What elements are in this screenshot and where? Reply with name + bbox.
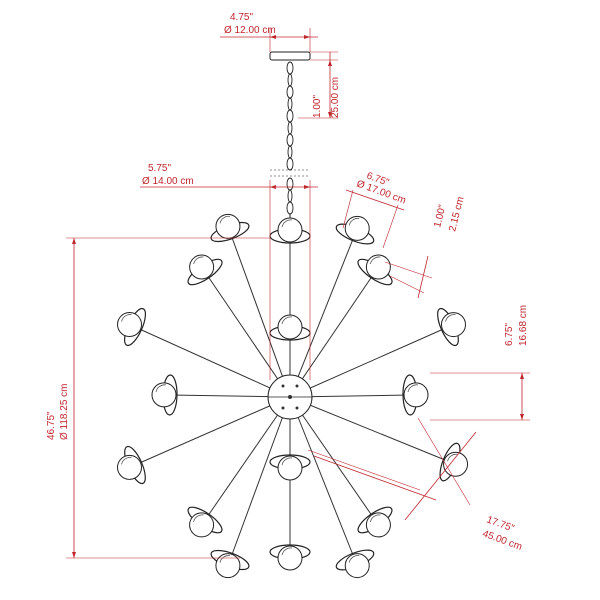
lamp-head-10 [117,445,146,485]
lamp-head-4 [357,254,393,286]
dim-height-cm: Ø 118.25 cm [59,383,70,440]
lamp-head-14 [357,506,393,538]
dim-spread-cm: 45.00 cm [481,528,523,552]
dim-arm-spread: 17.75" 45.00 cm [307,417,523,553]
arm-0 [229,231,291,398]
lamp-heads [117,213,469,579]
dim-canopy-width: 4.75" Ø 12.00 cm [220,12,318,52]
lamp-head-12 [269,454,311,481]
dim-canopy-in: 4.75" [230,12,253,23]
dim-overall-height: 46.75" Ø 118.25 cm [46,237,270,559]
fixture [117,51,469,579]
arm-6 [134,326,291,398]
lamp-head-1 [269,217,311,244]
arms [134,231,451,561]
arm-7 [289,326,449,398]
lamp-head-16 [269,544,311,571]
lamp-head-0 [210,213,250,243]
dim-canopy-cm: Ø 12.00 cm [224,25,276,36]
dim-height-in: 46.75" [46,411,57,440]
arm-13 [204,396,291,521]
arm-10 [134,396,291,466]
dim-body-diameter: 5.75" Ø 14.00 cm [140,163,318,380]
dim-globe-height: 6.75" 16.68 cm [430,305,530,421]
arm-2 [289,233,356,398]
lamp-head-7 [437,307,466,347]
dim-chain-height: 1.00" 25.00 cm [298,51,341,119]
arm-11 [289,396,451,463]
lamp-head-15 [210,549,250,579]
lamp-head-13 [187,506,223,538]
arm-17 [289,396,356,561]
center-hub [267,374,313,420]
lamp-head-9 [402,374,429,416]
dim-globe-in: 6.75" [504,323,515,346]
dim-globe-cm: 16.68 cm [518,305,529,346]
dim-chain-in: 1.00" [312,95,323,118]
dim-shade-depth-cm: 2.15 cm [447,196,466,233]
lamp-head-6 [117,307,147,347]
lamp-head-3 [187,254,223,286]
dim-shade-depth: 1.00" 2.15 cm [384,196,467,299]
dim-body-in: 5.75" [148,163,171,174]
lamp-head-5 [269,314,311,341]
dim-shade-depth-in: 1.00" [432,203,448,228]
dim-chain-cm: 25.00 cm [330,77,341,118]
lamp-head-17 [335,549,375,579]
canopy [269,51,311,61]
chain [286,61,294,215]
lamp-head-2 [335,215,375,245]
lamp-head-8 [151,374,178,416]
arm-15 [229,396,291,561]
arm-4 [289,271,376,398]
arm-3 [204,271,291,398]
dim-body-cm: Ø 14.00 cm [142,176,194,187]
